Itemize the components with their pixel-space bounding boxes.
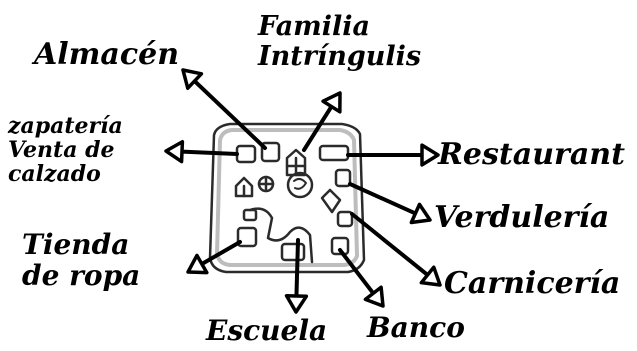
arrow-almacen-shaft: [192, 79, 267, 150]
label-tienda-line-2: de ropa: [22, 258, 141, 292]
label-zapateria-line-2: Venta de: [8, 137, 115, 164]
arrow-carniceria: [350, 212, 442, 287]
arrowhead-icon: [284, 293, 309, 314]
label-almacen: Almacén: [34, 37, 180, 72]
label-familia-line-1: Familia: [258, 11, 371, 42]
map-flower-icon: [257, 175, 275, 193]
map-plaza-circle: [286, 171, 314, 199]
arrow-tienda: [186, 240, 242, 275]
arrow-escuela-shaft: [294, 238, 300, 299]
map-left-house-icon: [234, 176, 254, 198]
map-block-restaurant: [318, 144, 350, 162]
map-block-banco: [330, 236, 350, 256]
arrow-familia-shaft: [302, 104, 334, 152]
map-central-street: [248, 207, 314, 264]
arrow-banco-shaft: [338, 248, 376, 296]
map-block-verduleria: [334, 168, 352, 188]
arrow-escuela: [284, 238, 309, 314]
neighborhood-map-icon: [208, 122, 366, 274]
arrow-restaurant: [346, 143, 440, 167]
arrow-carniceria-shaft: [350, 212, 430, 277]
arrowhead-icon: [321, 91, 342, 114]
label-banco: Banco: [367, 311, 465, 344]
label-tienda: Tienda de ropa: [22, 228, 141, 292]
arrow-familia: [302, 91, 342, 152]
arrowhead-icon: [409, 202, 432, 225]
label-verduleria: Verdulería: [434, 200, 610, 235]
arrow-tienda-shaft: [199, 240, 242, 267]
map-block-small: [242, 208, 258, 222]
arrowhead-icon: [164, 140, 185, 164]
map-outer-border: [208, 122, 366, 274]
arrowhead-icon: [181, 68, 204, 90]
arrowhead-icon: [363, 285, 385, 308]
arrowhead-icon: [186, 253, 209, 275]
map-inner-border: [215, 128, 359, 267]
map-block-almacen: [260, 141, 281, 163]
label-familia: Familia Intríngulis: [258, 12, 421, 71]
map-right-street: [320, 188, 342, 214]
arrow-zapateria: [164, 140, 239, 164]
label-escuela: Escuela: [206, 314, 328, 347]
arrow-verduleria: [348, 182, 432, 225]
map-block-carniceria: [336, 210, 354, 228]
map-block-tienda: [236, 226, 258, 248]
label-zapateria-line-1: zapatería: [8, 113, 123, 139]
label-carniceria: Carnicería: [444, 266, 621, 301]
label-zapateria: zapatería Venta de calzado: [8, 114, 123, 187]
map-block-escuela: [280, 242, 306, 262]
label-familia-line-2: Intríngulis: [258, 40, 422, 72]
map-house-icon: [285, 148, 307, 177]
label-zapateria-line-3: calzado: [8, 161, 101, 188]
label-restaurant: Restaurant: [438, 137, 625, 172]
arrow-banco: [338, 248, 385, 308]
arrow-verduleria-shaft: [348, 182, 418, 216]
label-tienda-line-1: Tienda: [22, 228, 130, 261]
arrow-zapateria-shaft: [179, 149, 239, 156]
arrowhead-icon: [419, 265, 442, 287]
arrow-group: [164, 68, 442, 314]
arrow-almacen: [181, 68, 267, 150]
map-block-zapateria: [235, 144, 257, 164]
arrowhead-icon: [420, 143, 440, 167]
